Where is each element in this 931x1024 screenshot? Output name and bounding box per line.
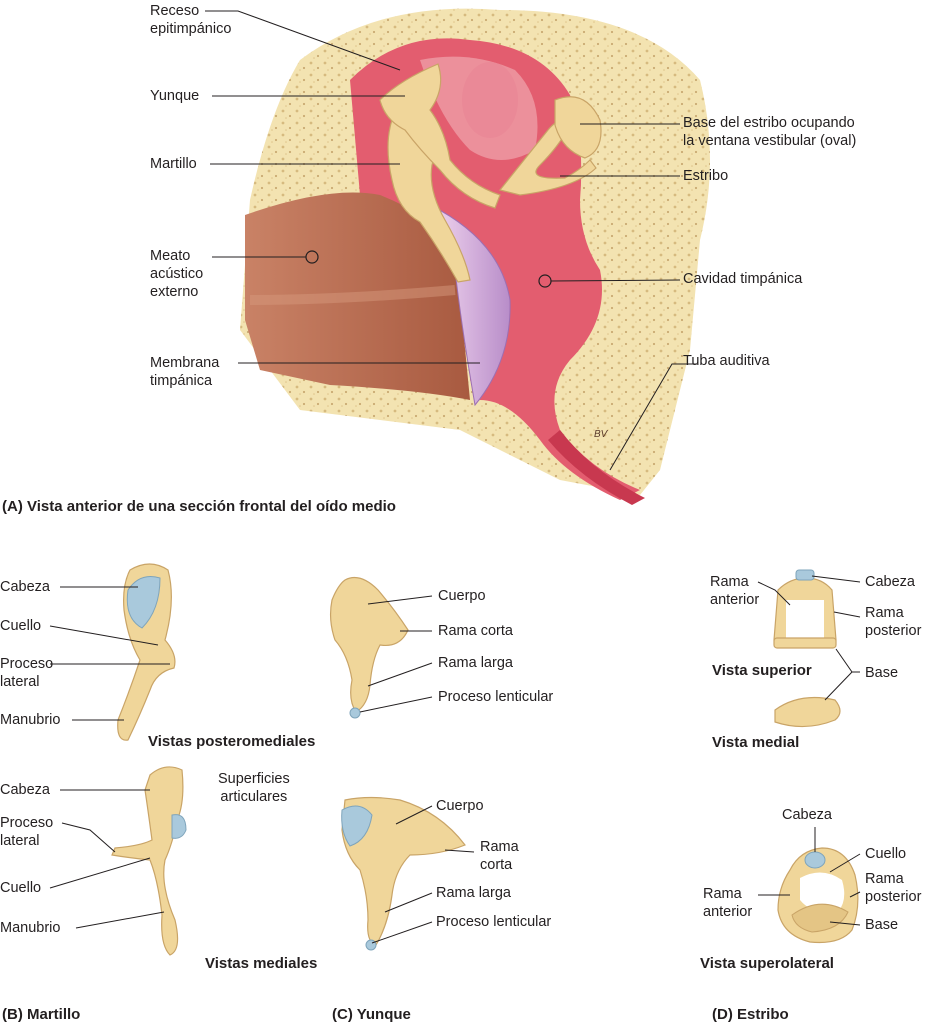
label-incus: Yunque (150, 88, 200, 104)
label-b-lateral-process-bottom: Proceso lateral (0, 815, 54, 849)
caption-panel-b: (B) Martillo (2, 1006, 81, 1023)
label-external-meatus: Meato acústico externo (150, 248, 204, 300)
stapes-base-section (554, 96, 602, 159)
incus-section (379, 63, 501, 209)
malleus-posteromedial (117, 563, 176, 741)
caption-superior-view: Vista superior (712, 662, 812, 679)
label-stapes-base: Base del estribo ocupando la ventana ves… (683, 115, 857, 149)
caption-medial-views: Vistas mediales (205, 955, 318, 972)
panel-d-leaders (757, 575, 861, 926)
label-b-head-top: Cabeza (0, 579, 50, 595)
label-c-lenticular-bottom: Proceso lenticular (436, 914, 552, 930)
label-malleus: Martillo (150, 156, 197, 172)
label-auditory-tube: Tuba auditiva (683, 353, 770, 369)
panel-b-leaders (49, 586, 170, 929)
label-articular-surfaces: Superficies articulares (218, 771, 290, 805)
label-d-base-bottom: Base (865, 917, 899, 933)
label-b-head-bottom: Cabeza (0, 782, 50, 798)
label-d-base-top: Base (865, 665, 899, 681)
incus-top (329, 577, 409, 719)
illustrator-signature: BV (594, 429, 608, 440)
stapes-superior (773, 569, 837, 649)
label-c-lenticular-top: Proceso lenticular (438, 689, 554, 705)
label-b-manubrium-bottom: Manubrio (0, 920, 61, 936)
caption-panel-c: (C) Yunque (332, 1006, 411, 1023)
label-stapes: Estribo (683, 168, 729, 184)
promontory (462, 62, 518, 138)
incus-bottom (341, 796, 466, 951)
label-d-anterior-limb-bottom: Rama anterior (703, 886, 753, 920)
caption-medial-view-d: Vista medial (712, 734, 800, 751)
label-c-long-limb-top: Rama larga (438, 655, 513, 671)
malleus-medial (111, 766, 187, 956)
auditory-tube (548, 430, 645, 505)
label-b-lateral-process-top: Proceso lateral (0, 656, 54, 690)
label-d-posterior-limb-bottom: Rama posterior (865, 871, 922, 905)
label-c-body-bottom: Cuerpo (436, 798, 484, 814)
stapes-medial (774, 696, 841, 728)
panel-c-leaders (359, 595, 475, 944)
middle-ear-section (240, 8, 710, 505)
caption-superolateral-view: Vista superolateral (700, 955, 834, 972)
label-tympanic-membrane: Membrana timpánica (150, 355, 220, 389)
label-d-posterior-limb-top: Rama posterior (865, 605, 922, 639)
stapes-section (498, 120, 597, 196)
label-d-head-bottom: Cabeza (782, 807, 832, 823)
label-c-short-limb-top: Rama corta (438, 623, 513, 639)
label-b-manubrium-top: Manubrio (0, 712, 61, 728)
label-b-neck-bottom: Cuello (0, 880, 42, 896)
label-epitympanic-recess: Receso epitimpánico (150, 3, 232, 37)
stapes-superolateral (777, 847, 859, 944)
label-c-short-limb-bottom: Rama corta (480, 839, 519, 873)
label-d-anterior-limb-top: Rama anterior (710, 574, 760, 608)
label-tympanic-cavity: Cavidad timpánica (683, 271, 803, 287)
label-c-long-limb-bottom: Rama larga (436, 885, 511, 901)
caption-posteromedial-views: Vistas posteromediales (148, 733, 316, 750)
label-d-neck-bottom: Cuello (865, 846, 907, 862)
caption-panel-d: (D) Estribo (712, 1006, 789, 1023)
label-c-body-top: Cuerpo (438, 588, 486, 604)
caption-panel-a: (A) Vista anterior de una sección fronta… (2, 498, 396, 515)
label-b-neck-top: Cuello (0, 618, 42, 634)
label-d-head-top: Cabeza (865, 574, 915, 590)
panel-a-leaders (205, 10, 697, 471)
